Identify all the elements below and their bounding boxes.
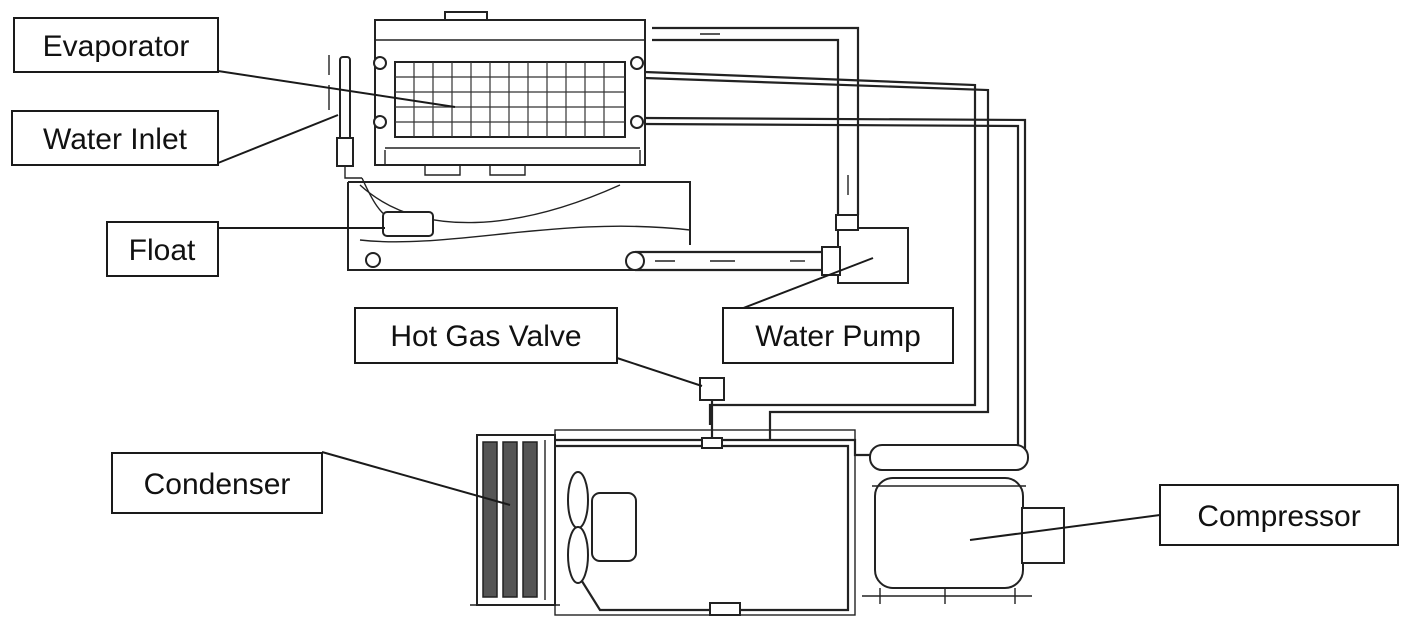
condenser [470,429,856,616]
pump-pipe [625,250,822,272]
label-condenser-text: Condenser [144,468,291,501]
float [382,211,434,237]
water-pump [652,26,909,284]
label-water-pump-text: Water Pump [755,320,921,353]
compressor [862,444,1065,604]
hot-gas-valve [699,377,725,449]
water-tank [347,177,691,271]
compressor-leader [969,514,1161,541]
label-water-inlet-text: Water Inlet [43,123,188,156]
hot-gas-valve-leader [616,357,703,387]
label-hot-gas-valve: Hot Gas Valve [354,307,618,364]
evaporator-unit [373,11,646,176]
label-float: Float [106,221,219,277]
label-condenser: Condenser [111,452,323,514]
label-evaporator-text: Evaporator [43,30,190,63]
water-inlet-leader [217,114,339,164]
label-water-inlet: Water Inlet [11,110,219,166]
label-water-pump: Water Pump [722,307,954,364]
label-compressor-text: Compressor [1197,500,1360,533]
water-inlet-tube [328,55,362,179]
condenser-leader [321,451,511,506]
label-compressor: Compressor [1159,484,1399,546]
label-hot-gas-valve-text: Hot Gas Valve [390,320,581,353]
label-evaporator: Evaporator [13,17,219,73]
water-pump-leader [732,257,874,313]
evaporator-leader [217,70,456,108]
label-float-text: Float [129,234,196,267]
